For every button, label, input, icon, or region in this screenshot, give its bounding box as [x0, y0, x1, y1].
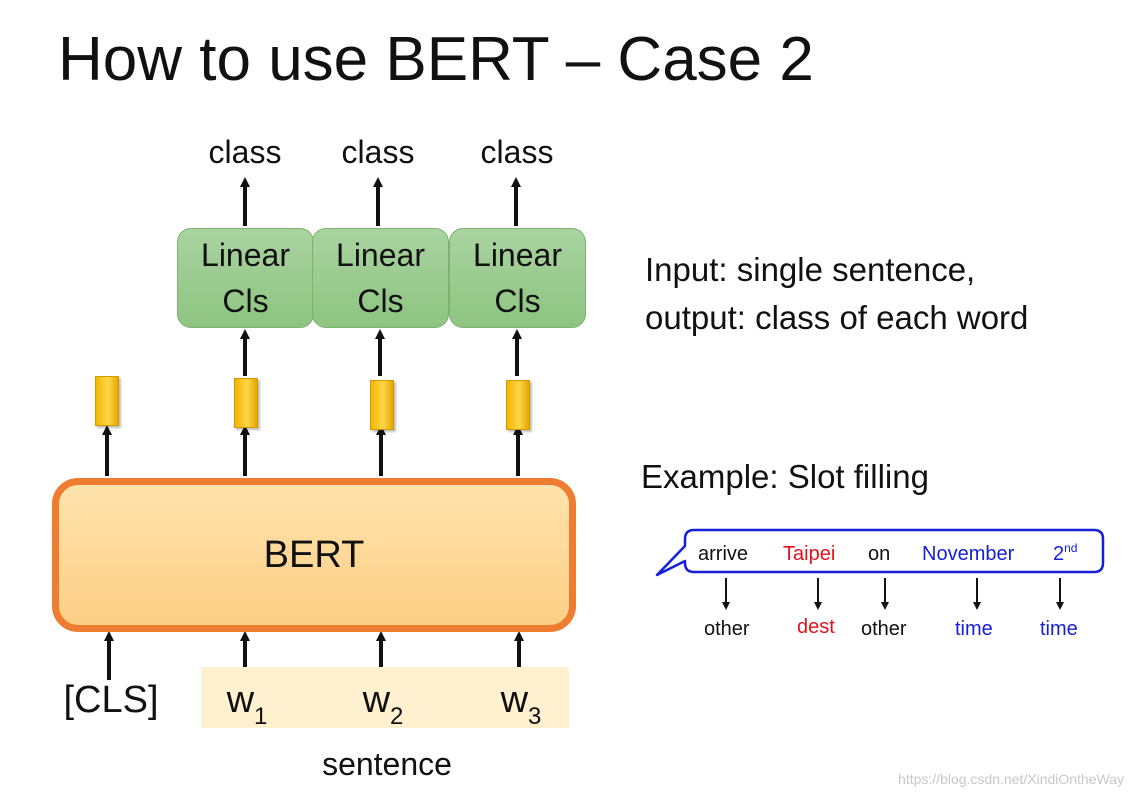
- description-line2: output: class of each word: [645, 299, 1029, 336]
- sentence-label: sentence: [322, 746, 452, 782]
- sentence-highlight: [201, 667, 569, 728]
- linear-cls-box-1: Linear Cls: [177, 228, 314, 328]
- embedding-w2: [370, 380, 394, 430]
- slot-tag-5: time: [1040, 618, 1078, 640]
- bert-model-box: BERT: [52, 478, 576, 632]
- description: Input: single sentence, output: class of…: [645, 246, 1028, 342]
- linear-cls-line2: Cls: [357, 283, 404, 319]
- linear-cls-line2: Cls: [222, 283, 269, 319]
- watermark: https://blog.csdn.net/XindiOntheWay: [898, 771, 1124, 787]
- slot-word-2: Taipei: [783, 543, 836, 565]
- word-token-1: w1: [226, 679, 268, 730]
- word-token-3: w3: [500, 679, 542, 730]
- linear-cls-line2: Cls: [494, 283, 541, 319]
- class-label-3: class: [480, 134, 554, 170]
- linear-cls-box-3: Linear Cls: [449, 228, 586, 328]
- embedding-w3: [506, 380, 530, 430]
- linear-cls-line1: Linear: [473, 237, 562, 273]
- description-line1: Input: single sentence,: [645, 251, 976, 288]
- bert-label: BERT: [263, 533, 365, 576]
- linear-cls-box-2: Linear Cls: [312, 228, 449, 328]
- slot-tag-1: other: [704, 618, 750, 640]
- slot-tag-4: time: [955, 618, 993, 640]
- slot-word-4: November: [922, 543, 1015, 565]
- linear-cls-line1: Linear: [201, 237, 290, 273]
- cls-token: [CLS]: [63, 679, 159, 721]
- class-label-2: class: [341, 134, 415, 170]
- word-token-2: w2: [362, 679, 404, 730]
- class-label-1: class: [208, 134, 282, 170]
- slot-word-1: arrive: [698, 543, 749, 565]
- slot-word-3: on: [868, 543, 891, 565]
- slot-tag-3: other: [861, 618, 907, 640]
- slot-tag-2: dest: [797, 616, 835, 638]
- example-heading: Example: Slot filling: [641, 458, 929, 495]
- slot-word-5: 2nd: [1053, 541, 1078, 565]
- embedding-cls: [95, 376, 119, 426]
- linear-cls-line1: Linear: [336, 237, 425, 273]
- slide-title: How to use BERT – Case 2: [58, 25, 814, 94]
- embedding-w1: [234, 378, 258, 428]
- slot-bubble: [655, 528, 1105, 577]
